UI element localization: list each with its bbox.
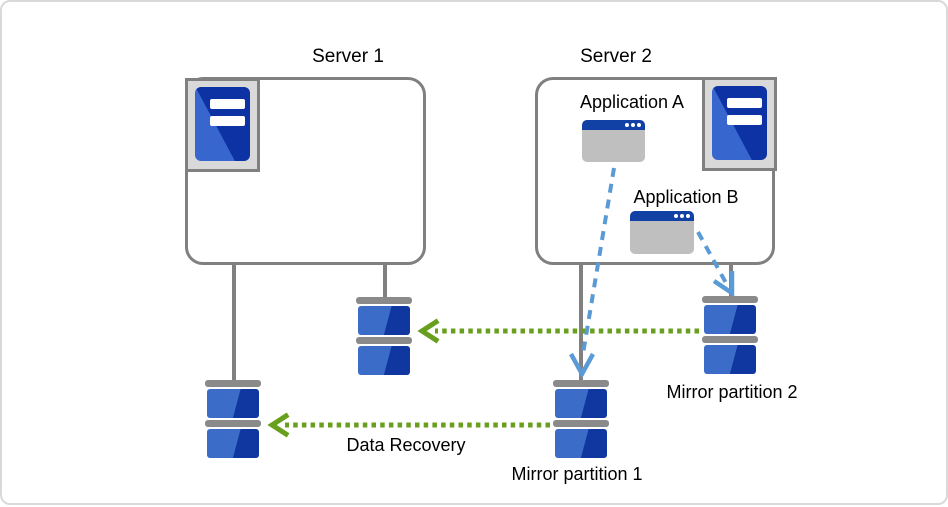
disk-cap xyxy=(356,297,412,304)
mirror-partition-1-label: Mirror partition 1 xyxy=(511,464,643,484)
disk-cap xyxy=(553,420,609,427)
data-recovery-label: Data Recovery xyxy=(346,435,466,455)
application-b-label: Application B xyxy=(633,187,739,207)
server2-label: Server 2 xyxy=(580,46,652,67)
disk-body xyxy=(358,346,410,375)
mirror-partition-1-disk-icon xyxy=(553,380,609,460)
window-dot-icon xyxy=(631,123,635,127)
green-arrowhead-upper xyxy=(417,318,440,344)
blue-arrowhead-mirror2 xyxy=(712,271,735,298)
server-tower-body xyxy=(712,86,767,160)
window-dot-icon xyxy=(680,214,684,218)
server-tower-slot xyxy=(210,116,245,126)
server1-label: Server 1 xyxy=(312,46,384,67)
disk-body xyxy=(704,305,756,334)
disk-body xyxy=(207,389,259,418)
disk-body xyxy=(555,429,607,458)
mirror-partition-2-label: Mirror partition 2 xyxy=(666,382,798,402)
server-tower-body xyxy=(195,87,250,161)
application-a-label: Application A xyxy=(579,92,685,112)
window-dot-icon xyxy=(686,214,690,218)
server-tower-slot xyxy=(210,99,245,109)
disk-cap xyxy=(356,337,412,344)
mirror-partition-2-disk-icon xyxy=(702,296,758,376)
disk-body xyxy=(555,389,607,418)
server-tower-slot xyxy=(727,98,762,108)
window-dot-icon xyxy=(625,123,629,127)
disk-cap xyxy=(205,420,261,427)
green-arrowhead-data-recovery xyxy=(267,412,290,438)
disk-cap xyxy=(553,380,609,387)
application-window-icon xyxy=(582,120,645,162)
window-dot-icon xyxy=(637,123,641,127)
application-window-icon xyxy=(630,211,694,254)
window-titlebar xyxy=(630,211,694,221)
server-tower-slot xyxy=(727,115,762,125)
window-dot-icon xyxy=(674,214,678,218)
disk-body xyxy=(704,345,756,374)
disk-body xyxy=(207,429,259,458)
blue-arrowhead-mirror1 xyxy=(569,352,595,379)
disk-body xyxy=(358,306,410,335)
window-titlebar xyxy=(582,120,645,130)
server-tower-icon xyxy=(702,77,777,171)
disk-partition-icon xyxy=(205,380,261,460)
server-tower-icon xyxy=(185,78,260,172)
disk-cap xyxy=(702,336,758,343)
disk-partition-icon xyxy=(356,297,412,377)
disk-cap xyxy=(205,380,261,387)
disk-cap xyxy=(702,296,758,303)
